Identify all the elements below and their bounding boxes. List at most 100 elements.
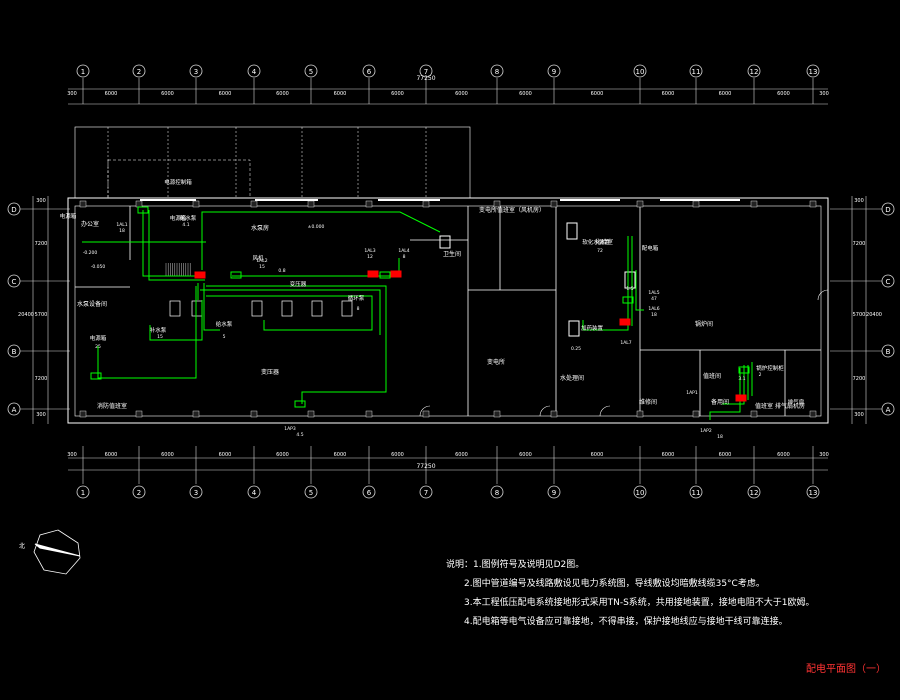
structural-column [135,200,143,208]
axis-label: C [886,278,891,286]
structural-column [250,410,258,418]
panel-code: 1AP3 [284,426,296,432]
axis-label: D [885,206,890,214]
axis-label: 13 [809,489,818,497]
annex-outline [107,159,251,198]
structural-column [493,410,501,418]
dimension-text: 7200 [35,241,48,247]
equipment-label: 排气扇 [788,398,805,406]
dimension-text: 6000 [591,452,604,458]
structural-column [192,410,200,418]
panel-code: 1AL5 [648,290,659,296]
structural-column [79,410,87,418]
axis-bubble [247,64,261,78]
structural-column [79,200,87,208]
dimension-text: 7200 [853,241,866,247]
cable-run [206,285,387,404]
distribution-panel [367,270,379,278]
structural-column [192,200,200,208]
dimension-text: 6000 [105,91,118,97]
equipment-label: 软化水装置 [582,238,610,246]
equipment-label: 补水泵 [150,326,167,334]
axis-label: 2 [137,489,141,497]
axis-bubble [547,64,561,78]
structural-column [550,200,558,208]
distribution-panel [619,318,631,326]
dimension-total: 77250 [416,463,435,470]
structural-column [422,200,430,208]
dimension-text: 6000 [391,91,404,97]
distribution-panel [735,394,747,402]
spec-value: 8 [403,254,406,260]
drawing-annotations: 300 300 6000 6000 6000 6000 6000 6000 6000 6000 60… [18,75,882,470]
structural-column [692,410,700,418]
axis-label: 1 [81,68,85,76]
axis-label: 9 [552,68,556,76]
equipment-label: 电源箱 [170,214,187,222]
dimension-text: 6000 [161,452,174,458]
room-name: 水泵设备间 [77,300,107,308]
level-mark: -0.050 [91,264,106,270]
room-name: 水泵房 [251,224,269,232]
compass-ring [33,529,81,575]
equipment-terminal [738,366,750,374]
axis-bubble [490,485,504,499]
panel-code: 1AL7 [620,340,631,346]
dimension-text: 6000 [719,452,732,458]
dimension-text: 300 [819,91,829,97]
design-notes: 说明：1.图例符号及说明见D2图。 2.图中管道编号及线路敷设见电力系统图，导线… [446,556,866,632]
structural-column [809,200,817,208]
equipment-terminal [294,400,306,408]
pump-symbol [169,300,181,317]
axis-label: 5 [309,68,313,76]
spec-value: 15 [157,334,163,340]
door-swing [419,405,431,417]
axis-label: 8 [495,489,499,497]
axis-label: 13 [809,68,818,76]
cable-run [142,210,201,277]
structural-column [750,410,758,418]
spec-value: 15 [259,264,265,270]
spec-value: 3.1 [738,376,745,382]
cable-run [206,295,373,331]
cable-run [722,365,745,405]
axis-bubble [689,485,703,499]
equipment-box [566,222,578,240]
room-name: 备用间 [711,398,729,406]
equipment-label: 循环泵 [348,294,365,302]
axis-label: 11 [692,68,701,76]
cable-run [197,283,220,331]
spec-value: 4.5 [296,432,303,438]
dimension-text: 6000 [519,452,532,458]
axis-label: 2 [137,68,141,76]
room-name: 维修间 [639,398,657,406]
cable-run [709,368,741,420]
dimension-total: 77250 [416,75,435,82]
spec-value: 8 [357,306,360,312]
room-name: 变电所 [487,358,505,366]
equipment-terminal [137,206,149,214]
axis-label: B [886,348,891,356]
axis-bubble [362,64,376,78]
dimension-total: 20400 [18,312,34,318]
axis-label: 9 [552,489,556,497]
axis-bubble [132,64,146,78]
axis-label: 6 [367,68,372,76]
dimension-text: 6000 [219,452,232,458]
axis-bubble [189,485,203,499]
note-line: 4.配电箱等电气设备应可靠接地，不得串接，保护接地线应与接地干线可靠连接。 [464,617,788,627]
axis-label: 3 [194,68,198,76]
room-name: 水处理间 [560,374,584,382]
structural-column [636,410,644,418]
distribution-panel [194,271,206,279]
equipment-box [439,235,451,249]
axis-bubble [419,485,433,499]
dimension-text: 6000 [219,91,232,97]
door-swing [599,405,611,417]
north-label: 北 [19,542,25,550]
panel-code: 1AL4 [398,248,409,254]
dimension-text: 6000 [276,91,289,97]
axis-label: 7 [424,68,428,76]
dimension-text: 300 [854,412,864,418]
door-swing [539,405,551,417]
